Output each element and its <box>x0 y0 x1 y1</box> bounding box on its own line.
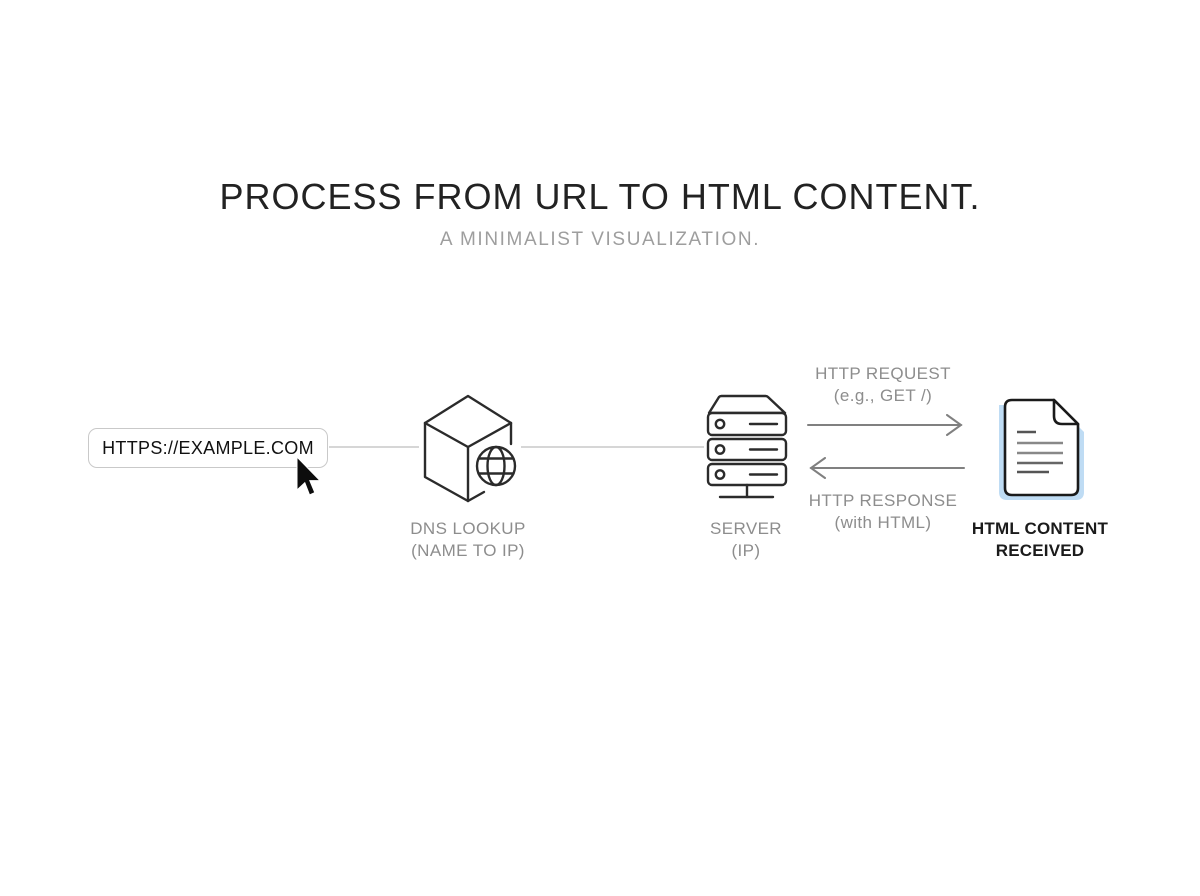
page-title: PROCESS FROM URL TO HTML CONTENT. <box>219 176 981 217</box>
http-request-label-line2: (e.g., GET /) <box>833 386 933 405</box>
server-label-line1: SERVER <box>709 519 782 538</box>
html-content-label: HTML CONTENT RECEIVED <box>948 518 1132 562</box>
url-input-box[interactable]: HTTPS://EXAMPLE.COM <box>88 428 328 468</box>
server-rack-icon <box>706 394 788 499</box>
html-content-label-line2: RECEIVED <box>995 541 1085 560</box>
dns-label-line2: (NAME TO IP) <box>411 541 525 560</box>
http-response-label-line1: HTTP RESPONSE <box>808 491 958 510</box>
connector-line-url-to-dns <box>329 446 419 448</box>
http-response-label-line2: (with HTML) <box>834 513 932 532</box>
server-label-line2: (IP) <box>731 541 761 560</box>
dns-label-line1: DNS LOOKUP <box>410 519 526 538</box>
document-icon <box>999 398 1084 500</box>
cube-globe-icon <box>423 394 521 503</box>
page-subtitle: A MINIMALIST VISUALIZATION. <box>439 229 761 250</box>
dns-label: DNS LOOKUP (NAME TO IP) <box>388 518 548 562</box>
html-content-label-line1: HTML CONTENT <box>971 519 1109 538</box>
http-response-label: HTTP RESPONSE (with HTML) <box>788 490 978 534</box>
http-request-label-line1: HTTP REQUEST <box>815 364 951 383</box>
http-request-label: HTTP REQUEST (e.g., GET /) <box>788 363 978 407</box>
url-text: HTTPS://EXAMPLE.COM <box>102 437 314 458</box>
http-response-arrow <box>809 457 965 479</box>
http-request-arrow <box>807 414 963 436</box>
mouse-pointer-icon <box>296 455 322 496</box>
connector-line-dns-to-server <box>521 446 704 448</box>
server-label: SERVER (IP) <box>696 518 796 562</box>
